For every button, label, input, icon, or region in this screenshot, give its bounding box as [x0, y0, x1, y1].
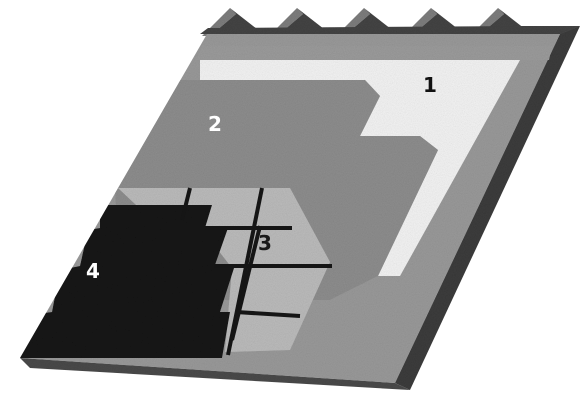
layer-4-number: 4 [86, 259, 100, 283]
layer-3-number: 3 [258, 231, 272, 255]
layer-1-membrane [200, 60, 520, 276]
layer-2-number: 2 [208, 112, 222, 136]
deck-back-edge [200, 26, 580, 34]
deck-top-strip [197, 46, 552, 60]
layer-1-number: 1 [423, 73, 437, 97]
batten-lines [180, 187, 332, 356]
corrugated-ridges [200, 8, 580, 36]
deck-edge-right [395, 26, 580, 390]
layer-4-shingles [20, 205, 235, 358]
deck-edge-front [20, 358, 410, 390]
